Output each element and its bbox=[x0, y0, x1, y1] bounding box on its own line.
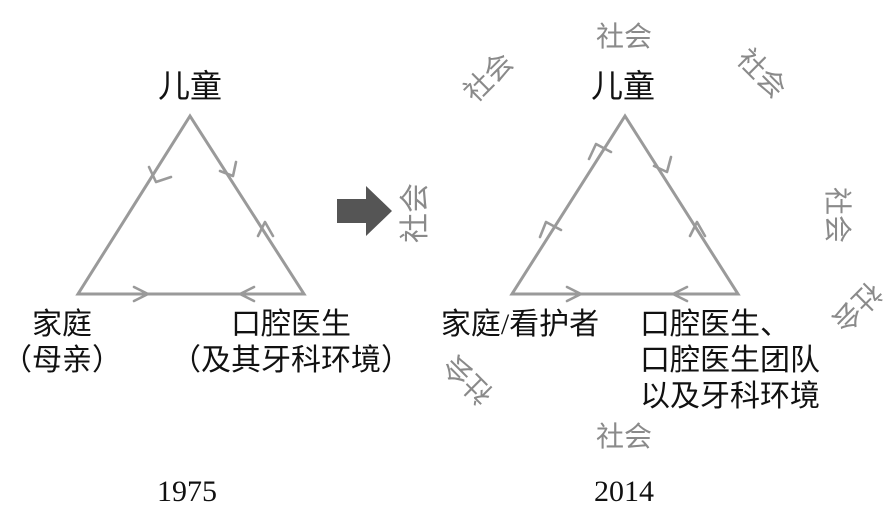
society-label-lower-right: 社会 bbox=[825, 275, 887, 337]
dentist-label-1975: 口腔医生 bbox=[231, 308, 351, 341]
child-label-2014: 儿童 bbox=[591, 68, 655, 104]
transition-group: 社会 bbox=[337, 183, 432, 243]
society-label-transition: 社会 bbox=[399, 183, 432, 243]
family-caregiver-label-2014: 家庭/看护者 bbox=[441, 308, 599, 341]
year-1975: 1975 bbox=[157, 475, 217, 508]
dentist-label-2014: 口腔医生、 bbox=[640, 308, 790, 341]
dental-team-label-2014: 口腔医生团队 bbox=[640, 344, 820, 377]
right-arrow-icon bbox=[337, 186, 392, 236]
society-label-right: 社会 bbox=[821, 187, 853, 243]
society-label-top-left: 社会 bbox=[458, 47, 520, 109]
family-label-1975: 家庭 bbox=[32, 308, 92, 341]
dental-environment-label-1975: （及其牙科环境） bbox=[171, 344, 411, 377]
arrowhead-right-edge-up-2014 bbox=[688, 220, 707, 238]
arrowhead-bottom-edge-left-2014 bbox=[671, 285, 689, 303]
child-label-1975: 儿童 bbox=[158, 68, 222, 104]
arrowhead-bottom-edge-right bbox=[132, 285, 150, 303]
model-1975: 儿童 家庭 （母亲） 口腔医生 （及其牙科环境） 1975 bbox=[2, 68, 411, 508]
arrowhead-left-edge-up-2014 bbox=[538, 220, 563, 239]
year-2014: 2014 bbox=[594, 475, 654, 508]
arrowhead-right-edge-up bbox=[256, 220, 275, 238]
society-label-top-right: 社会 bbox=[730, 43, 792, 105]
arrowhead-bottom-edge-left bbox=[238, 285, 256, 303]
mother-label-1975: （母亲） bbox=[2, 344, 122, 377]
arrowhead-left-edge-up-2014-b bbox=[587, 142, 613, 161]
society-label-top: 社会 bbox=[596, 21, 652, 53]
triangle-2014 bbox=[509, 113, 741, 296]
arrowhead-bottom-edge-right-2014 bbox=[565, 285, 583, 303]
arrowhead-right-edge-down bbox=[218, 160, 238, 178]
arrowhead-right-edge-down-2014 bbox=[652, 155, 673, 174]
society-label-lower-left: 社会 bbox=[438, 348, 500, 410]
society-label-bottom: 社会 bbox=[596, 421, 652, 453]
arrowhead-left-edge-up bbox=[147, 165, 173, 184]
triangle-1975 bbox=[75, 113, 307, 296]
model-2014: 儿童 家庭/看护者 口腔医生、 口腔医生团队 以及牙科环境 2014 社会 社会… bbox=[438, 21, 888, 508]
dental-environment-label-2014: 以及牙科环境 bbox=[640, 380, 820, 413]
